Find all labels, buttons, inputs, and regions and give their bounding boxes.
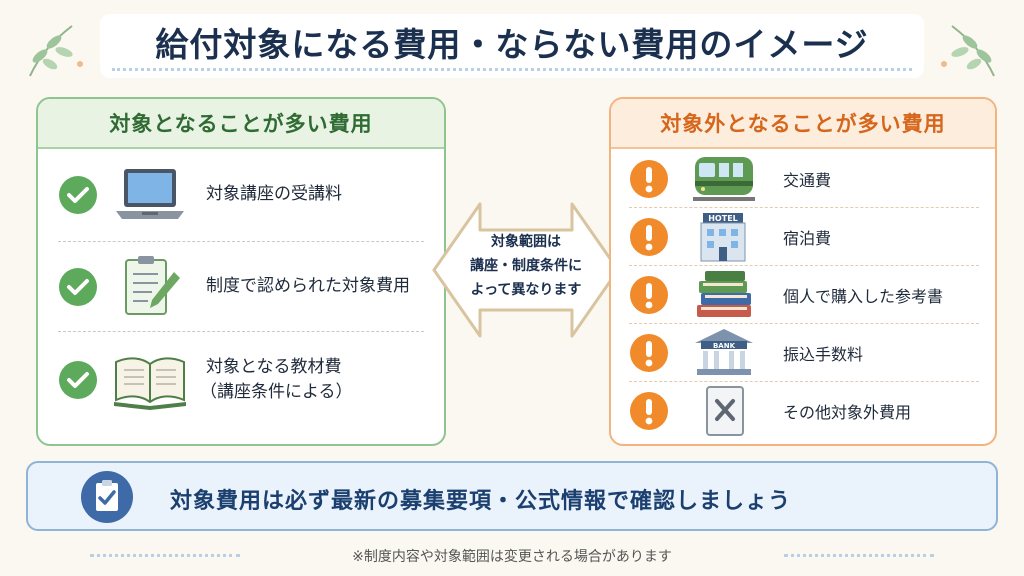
hotel-icon: HOTEL — [700, 213, 746, 262]
cross-document-icon — [706, 386, 744, 436]
check-icon — [59, 176, 97, 214]
covered-item-label-group: 対象となる教材費 （講座条件による） — [200, 355, 353, 406]
excluded-item-other: その他対象外費用 — [611, 383, 995, 439]
page-title: 給付対象になる費用・ならない費用のイメージ — [155, 25, 869, 64]
check-icon — [59, 268, 97, 306]
excluded-item-reference-books: 個人で購入した参考書 — [611, 267, 995, 323]
excluded-item-label: その他対象外費用 — [783, 403, 912, 422]
excluded-costs-panel: 対象外となることが多い費用 交通費 HOTEL — [609, 97, 997, 446]
title-divider — [112, 68, 912, 72]
leaf-decoration-right-icon — [941, 25, 995, 77]
divider — [629, 265, 979, 266]
exclamation-icon — [630, 276, 668, 314]
clipboard-check-icon — [81, 471, 133, 523]
covered-item-label: 対象講座の受講料 — [206, 184, 342, 205]
divider — [58, 241, 424, 242]
covered-item-tuition: 対象講座の受講料 — [38, 151, 444, 239]
excluded-item-label: 宿泊費 — [783, 229, 832, 248]
note-divider-right — [784, 554, 934, 557]
exclamation-icon — [630, 218, 668, 256]
covered-item-label: 制度で認められた対象費用 — [206, 276, 410, 297]
bank-icon: BANK — [695, 329, 753, 375]
covered-item-note: （講座条件による） — [200, 382, 353, 402]
excluded-item-label: 個人で購入した参考書 — [783, 287, 944, 306]
excluded-item-transfer-fee: BANK 振込手数料 — [611, 325, 995, 381]
covered-item-materials: 対象となる教材費 （講座条件による） — [38, 335, 444, 425]
divider — [629, 207, 979, 208]
books-icon — [697, 271, 751, 317]
leaf-decoration-left-icon — [29, 25, 83, 77]
note-divider-left — [90, 554, 240, 557]
excluded-costs-heading: 対象外となることが多い費用 — [611, 99, 995, 149]
scope-note-line: 対象範囲は — [491, 234, 561, 250]
excluded-item-label: 振込手数料 — [783, 345, 864, 364]
open-book-icon — [114, 357, 186, 410]
exclamation-icon — [630, 334, 668, 372]
check-icon — [59, 361, 97, 399]
covered-item-label: 対象となる教材費 — [206, 356, 342, 377]
divider — [629, 381, 979, 382]
excluded-item-label: 交通費 — [783, 171, 832, 190]
exclamation-icon — [630, 392, 668, 430]
clipboard-pencil-icon — [125, 256, 180, 315]
scope-note: 対象範囲は 講座・制度条件に よって異なります — [430, 230, 622, 302]
covered-costs-heading: 対象となることが多い費用 — [38, 99, 444, 149]
excluded-item-transport: 交通費 — [611, 151, 995, 207]
divider — [58, 331, 424, 332]
hotel-sign-text: HOTEL — [708, 214, 738, 223]
laptop-icon — [116, 169, 184, 219]
disclaimer-note: ※制度内容や対象範囲は変更される場合があります — [352, 549, 672, 565]
scope-note-line: 講座・制度条件に — [470, 258, 582, 274]
excluded-item-lodging: HOTEL 宿泊費 — [611, 209, 995, 265]
exclamation-icon — [630, 160, 668, 198]
bank-sign-text: BANK — [713, 342, 736, 350]
title-band — [100, 14, 924, 78]
confirmation-message: 対象費用は必ず最新の募集要項・公式情報で確認しましょう — [170, 489, 792, 514]
covered-item-approved-costs: 制度で認められた対象費用 — [38, 243, 444, 331]
divider — [629, 323, 979, 324]
train-icon — [693, 157, 755, 201]
covered-costs-panel: 対象となることが多い費用 対象講座の受講料 制度で認められた対象費 — [36, 97, 446, 446]
confirmation-banner: 対象費用は必ず最新の募集要項・公式情報で確認しましょう — [26, 461, 998, 531]
scope-note-line: よって異なります — [470, 282, 582, 298]
